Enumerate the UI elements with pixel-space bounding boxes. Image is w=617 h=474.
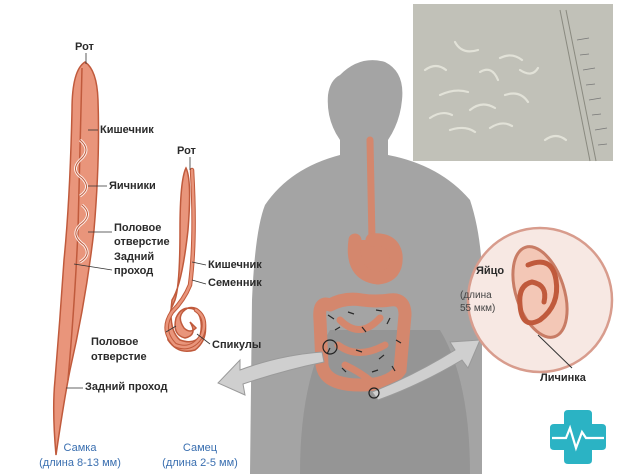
infection-site-marker: [322, 339, 338, 355]
larva-label: Личинка: [540, 372, 586, 384]
female-intestine-label: Кишечник: [100, 124, 154, 136]
female-worm: [52, 53, 113, 456]
male-genital-opening-label-2: отверстие: [91, 351, 147, 363]
larva-shape: [517, 259, 560, 326]
male-caption-title: Самец: [182, 442, 218, 454]
female-caption-title: Самка: [63, 442, 97, 454]
egg-label: Яйцо: [476, 265, 505, 277]
intestine-worms: [326, 309, 402, 373]
male-intestine-label: Кишечник: [208, 259, 262, 271]
egg-size-label-1: (длина: [460, 290, 492, 301]
medical-logo: [550, 410, 606, 464]
male-worm: [164, 157, 211, 352]
male-genital-opening-label-1: Половое: [91, 336, 139, 348]
anus-site-marker: [368, 387, 380, 399]
male-spicules-label: Спикулы: [212, 339, 262, 351]
male-caption-length: (длина 2-5 мм): [162, 457, 238, 469]
egg-inset: [466, 226, 614, 374]
female-ovaries-label: Яичники: [109, 180, 156, 192]
female-genital-opening-label-2: отверстие: [114, 236, 170, 248]
female-anus-label: Задний проход: [85, 381, 168, 393]
egg-size-label-2: 55 мкм): [460, 303, 496, 314]
female-anal-label-2: проход: [114, 265, 154, 277]
female-caption-length: (длина 8-13 мм): [39, 457, 121, 469]
male-mouth-label: Рот: [177, 145, 196, 157]
arrows: [217, 339, 481, 401]
female-anal-label-1: Задний: [114, 251, 155, 263]
female-genital-opening-label-1: Половое: [114, 222, 162, 234]
digestive-tract: [313, 136, 412, 392]
microscope-photo: [413, 4, 613, 162]
female-mouth-label: Рот: [75, 41, 94, 53]
male-testis-label: Семенник: [208, 277, 262, 289]
